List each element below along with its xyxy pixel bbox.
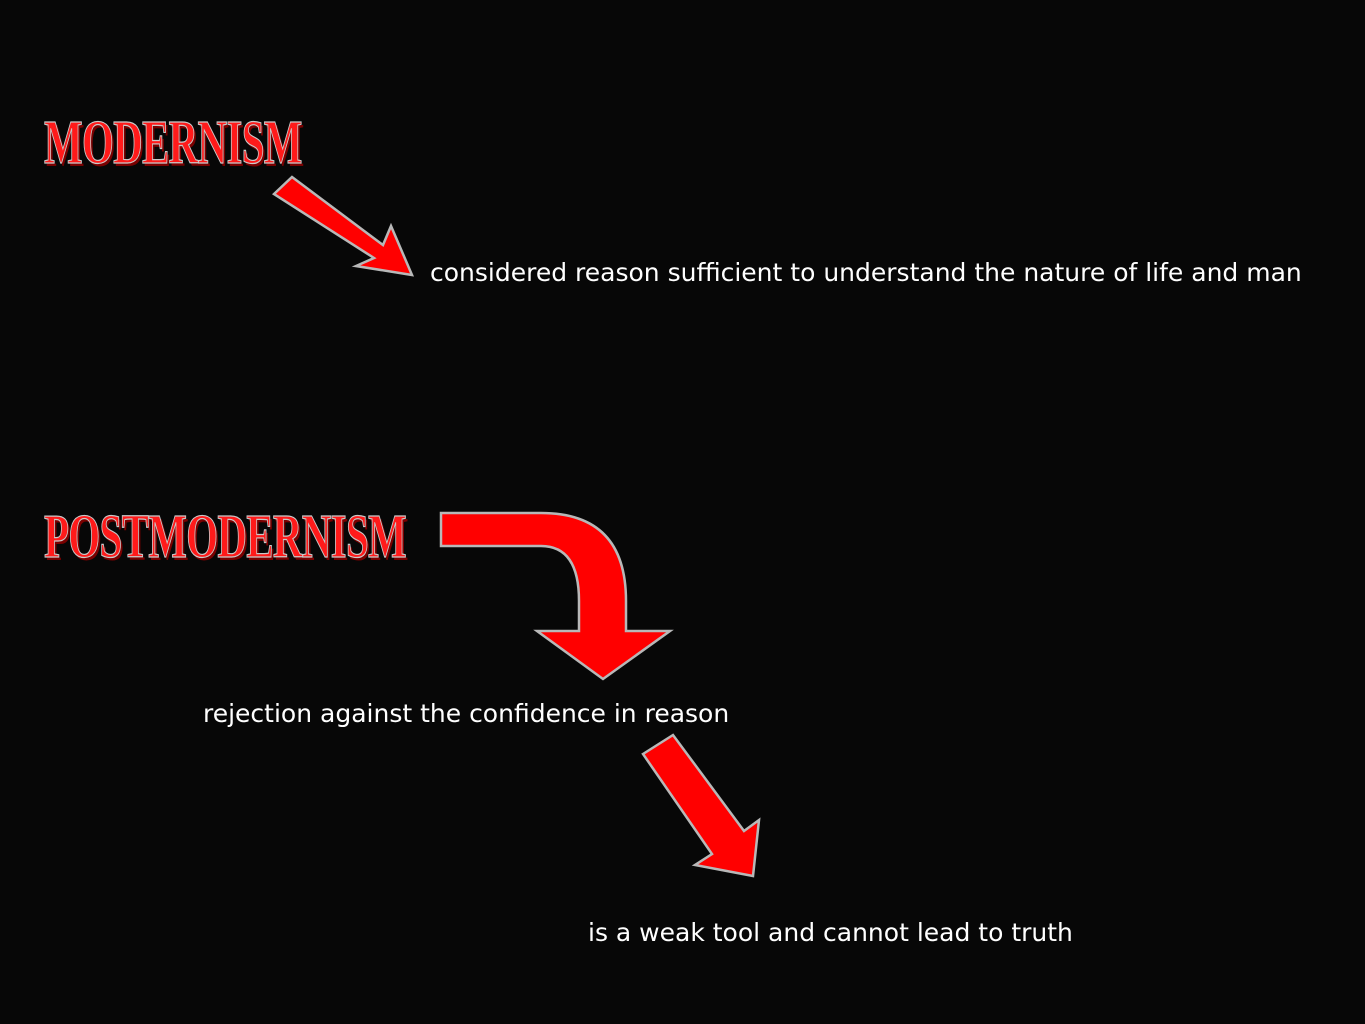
diagonal-arrow-icon <box>641 733 761 878</box>
postmodernism-description: rejection against the confidence in reas… <box>203 699 730 728</box>
diagonal-arrow-icon <box>271 175 415 277</box>
postmodernism-heading: POSTMODERNISM <box>44 503 407 571</box>
curved-arrow-icon <box>439 511 674 681</box>
modernism-heading: MODERNISM <box>44 109 303 177</box>
modernism-description: considered reason sufficient to understa… <box>430 258 1302 287</box>
postmodernism-conclusion: is a weak tool and cannot lead to truth <box>588 918 1073 947</box>
